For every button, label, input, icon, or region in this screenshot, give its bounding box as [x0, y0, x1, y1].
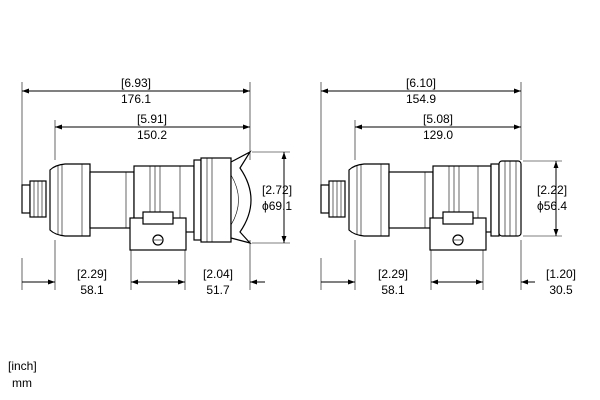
left-diameter-inch: [2.72] — [262, 183, 292, 197]
left-rear-inch: [2.29] — [77, 267, 107, 281]
left-body-inch: [5.91] — [137, 112, 167, 126]
right-body-mm: 129.0 — [423, 128, 453, 142]
left-body-mm: 150.2 — [137, 128, 167, 142]
right-front-inch: [1.20] — [546, 267, 576, 281]
left-view — [21, 82, 290, 290]
units-legend-inch: [inch] — [8, 359, 37, 373]
right-front-mm: 30.5 — [549, 283, 573, 297]
left-overall-mm: 176.1 — [121, 92, 151, 106]
left-overall-inch: [6.93] — [121, 76, 151, 90]
right-view — [320, 82, 562, 290]
left-front-mm: 51.7 — [206, 283, 230, 297]
right-overall-inch: [6.10] — [406, 76, 436, 90]
left-front-inch: [2.04] — [203, 267, 233, 281]
right-diameter-inch: [2.22] — [537, 183, 567, 197]
right-diameter-mm: ϕ56.4 — [537, 199, 567, 213]
left-diameter-mm: ϕ69.1 — [262, 199, 292, 213]
right-rear-inch: [2.29] — [378, 267, 408, 281]
right-rear-mm: 58.1 — [381, 283, 405, 297]
left-rear-mm: 58.1 — [80, 283, 104, 297]
right-body-inch: [5.08] — [423, 112, 453, 126]
units-legend: [inch] mm — [8, 358, 37, 392]
units-legend-mm: mm — [12, 376, 32, 390]
right-overall-mm: 154.9 — [406, 92, 436, 106]
